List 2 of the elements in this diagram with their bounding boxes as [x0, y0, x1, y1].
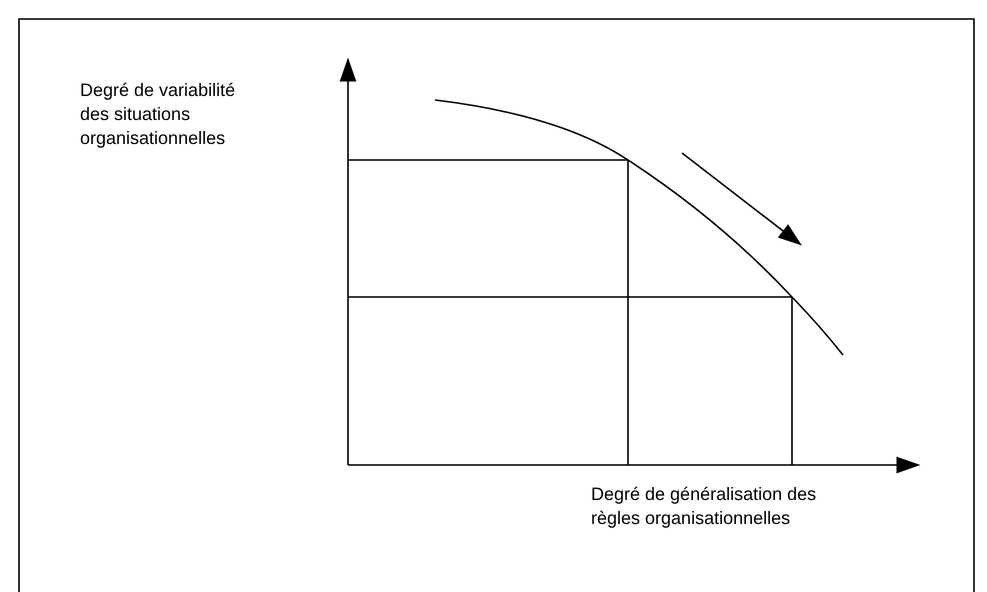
- axis-title: Degré de variabilité des situations organisationnelles: [80, 79, 236, 150]
- axis-title: Degré de généralisation des règles organisationnelles: [591, 483, 818, 530]
